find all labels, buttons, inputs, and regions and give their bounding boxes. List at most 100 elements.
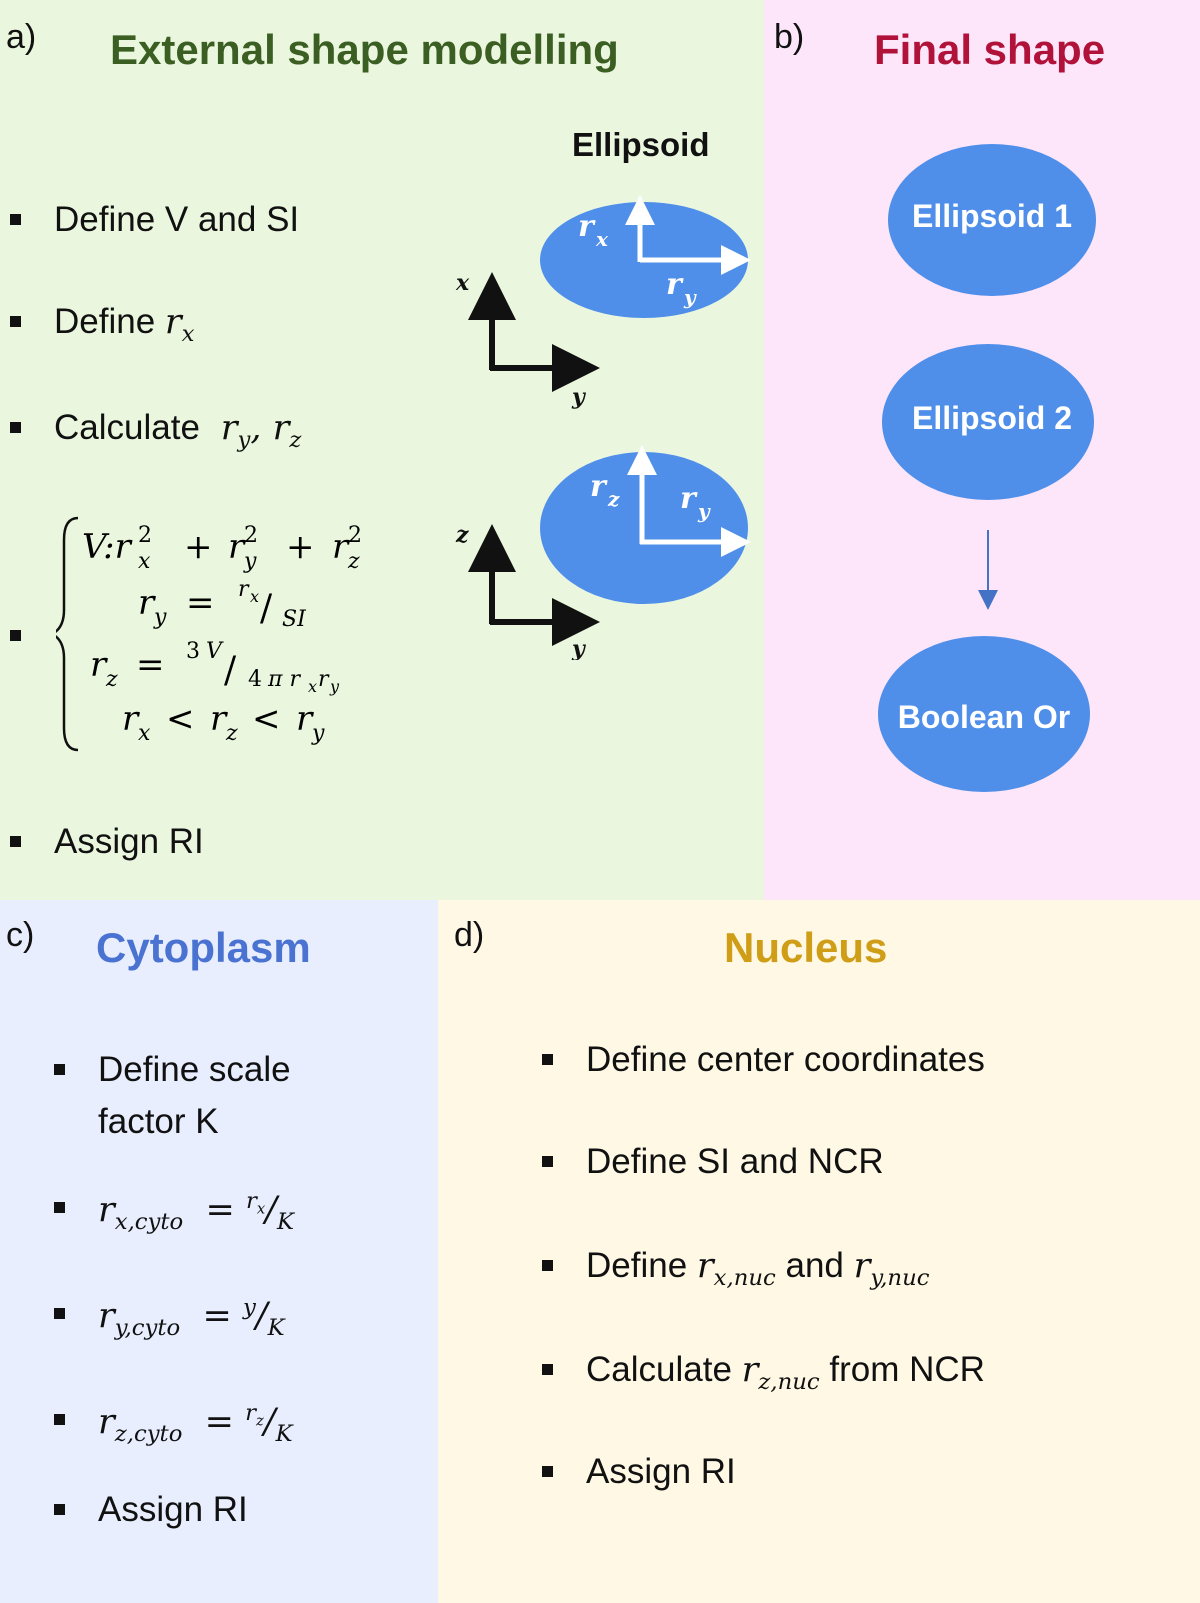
svg-text:r: r: [332, 527, 350, 567]
node-boolean-or: [878, 636, 1090, 792]
svg-text:z: z: [455, 522, 469, 548]
svg-text:+: +: [286, 527, 315, 567]
svg-text:=: =: [186, 583, 215, 623]
item-define-center: Define center coordinates: [542, 1040, 985, 1080]
node-ellipsoid-1: [888, 144, 1096, 296]
item-define-si-ncr: Define SI and NCR: [542, 1142, 884, 1182]
svg-text:3: 3: [186, 639, 200, 664]
bullet-icon: [54, 1064, 65, 1075]
svg-text:2: 2: [244, 523, 258, 548]
svg-text:SI: SI: [282, 607, 307, 632]
svg-text:y: y: [571, 636, 587, 660]
svg-text:r: r: [90, 645, 108, 685]
svg-text:r: r: [210, 699, 228, 739]
bullet-icon: [10, 422, 21, 433]
svg-text:4: 4: [248, 667, 262, 692]
bullet-icon: [542, 1054, 553, 1065]
bullet-icon: [10, 214, 21, 225]
svg-text:y: y: [311, 721, 325, 746]
bullet-icon: [542, 1466, 553, 1477]
svg-text:x: x: [308, 677, 317, 696]
ellipsoid-heading: Ellipsoid: [572, 126, 710, 163]
item-rz-cyto: rz,cyto = rz/K: [54, 1400, 293, 1447]
panel-b-label: b): [774, 18, 805, 56]
svg-text:2: 2: [138, 523, 152, 548]
node-ellipsoid-2: [882, 344, 1094, 500]
panel-c-label: c): [6, 916, 35, 954]
bullet-icon: [54, 1308, 65, 1319]
svg-text:Ellipsoid 2: Ellipsoid 2: [912, 400, 1072, 436]
panel-c-title: Cytoplasm: [96, 924, 311, 971]
svg-text:<: <: [166, 699, 195, 739]
item-rx-cyto: rx,cyto = rx/K: [54, 1188, 294, 1235]
panel-cytoplasm: c) Cytoplasm Define scale factor K rx,cy…: [0, 900, 438, 1603]
svg-text:x: x: [138, 721, 151, 746]
svg-text:Ellipsoid 1: Ellipsoid 1: [912, 198, 1072, 234]
svg-text:r: r: [590, 469, 608, 504]
svg-text:y: y: [153, 605, 167, 630]
svg-text:z: z: [347, 549, 360, 574]
equation-system: V:r x 2 + r y 2 + r z 2 r y = r x / SI r…: [56, 516, 362, 752]
svg-text:r: r: [296, 699, 314, 739]
item-define-scale-factor: Define scale factor K: [54, 1044, 291, 1148]
svg-text:2: 2: [348, 523, 362, 548]
bullet-icon: [10, 316, 21, 327]
svg-text:r: r: [666, 267, 684, 302]
svg-text:r: r: [138, 583, 156, 623]
panel-b-title: Final shape: [874, 26, 1106, 73]
svg-text:y: y: [243, 549, 257, 574]
svg-text:x: x: [250, 587, 259, 606]
bullet-icon: [54, 1202, 65, 1213]
svg-text:r: r: [318, 667, 330, 692]
panel-a-title: External shape modelling: [110, 26, 619, 73]
svg-text:z: z: [225, 721, 238, 746]
bullet-icon: [542, 1156, 553, 1167]
svg-text:π r: π r: [267, 667, 301, 692]
svg-text:x: x: [455, 270, 470, 296]
ellipsoid-diagrams: r x r y x y r z r y z y: [455, 195, 751, 660]
svg-text:/: /: [224, 650, 237, 691]
svg-text:y: y: [697, 499, 711, 523]
panel-external-shape: a) External shape modelling Define V and…: [0, 0, 764, 900]
svg-text:<: <: [252, 699, 281, 739]
item-define-v-si: Define V and SI: [10, 200, 299, 240]
item-assign-ri-cyto: Assign RI: [54, 1490, 248, 1530]
item-assign-ri: Assign RI: [10, 822, 204, 862]
svg-text:V: V: [206, 639, 224, 664]
svg-text:V:r: V:r: [82, 527, 133, 567]
item-define-rx: Define rx: [10, 302, 194, 347]
panel-d-label: d): [454, 916, 485, 954]
svg-text:r: r: [578, 209, 596, 244]
svg-text:z: z: [105, 667, 118, 692]
svg-text:x: x: [138, 549, 151, 574]
bullet-icon: [10, 836, 21, 847]
item-ry-cyto: ry,cyto = y/K: [54, 1294, 285, 1341]
svg-text:y: y: [571, 384, 587, 410]
svg-text:+: +: [184, 527, 213, 567]
item-define-rnuc: Define rx,nuc and ry,nuc: [542, 1246, 929, 1291]
final-shape-flow: Ellipsoid 1 Ellipsoid 2 Boolean Or: [878, 144, 1096, 792]
bullet-icon: [542, 1364, 553, 1375]
svg-text:z: z: [607, 487, 620, 511]
svg-text:/: /: [260, 588, 273, 629]
item-calculate-ry-rz: Calculate ry, rz: [10, 408, 301, 453]
panel-d-title: Nucleus: [724, 924, 888, 971]
svg-text:Boolean Or: Boolean Or: [898, 699, 1070, 735]
svg-text:r: r: [238, 577, 250, 602]
item-assign-ri-nuc: Assign RI: [542, 1452, 736, 1492]
svg-text:y: y: [683, 285, 697, 309]
bullet-icon: [10, 630, 21, 641]
panel-nucleus: d) Nucleus Define center coordinates Def…: [438, 900, 1200, 1603]
panel-final-shape: b) Final shape Ellipsoid 1 Ellipsoid 2 B…: [764, 0, 1200, 900]
panel-a-label: a): [6, 18, 37, 56]
svg-text:x: x: [595, 227, 609, 251]
svg-text:=: =: [136, 645, 165, 685]
svg-text:r: r: [680, 481, 698, 516]
svg-text:r: r: [228, 527, 246, 567]
bullet-icon: [54, 1414, 65, 1425]
svg-text:y: y: [329, 677, 340, 696]
svg-text:r: r: [122, 699, 140, 739]
item-calculate-rz-nuc: Calculate rz,nuc from NCR: [542, 1350, 985, 1395]
bullet-icon: [54, 1504, 65, 1515]
bullet-icon: [542, 1260, 553, 1271]
